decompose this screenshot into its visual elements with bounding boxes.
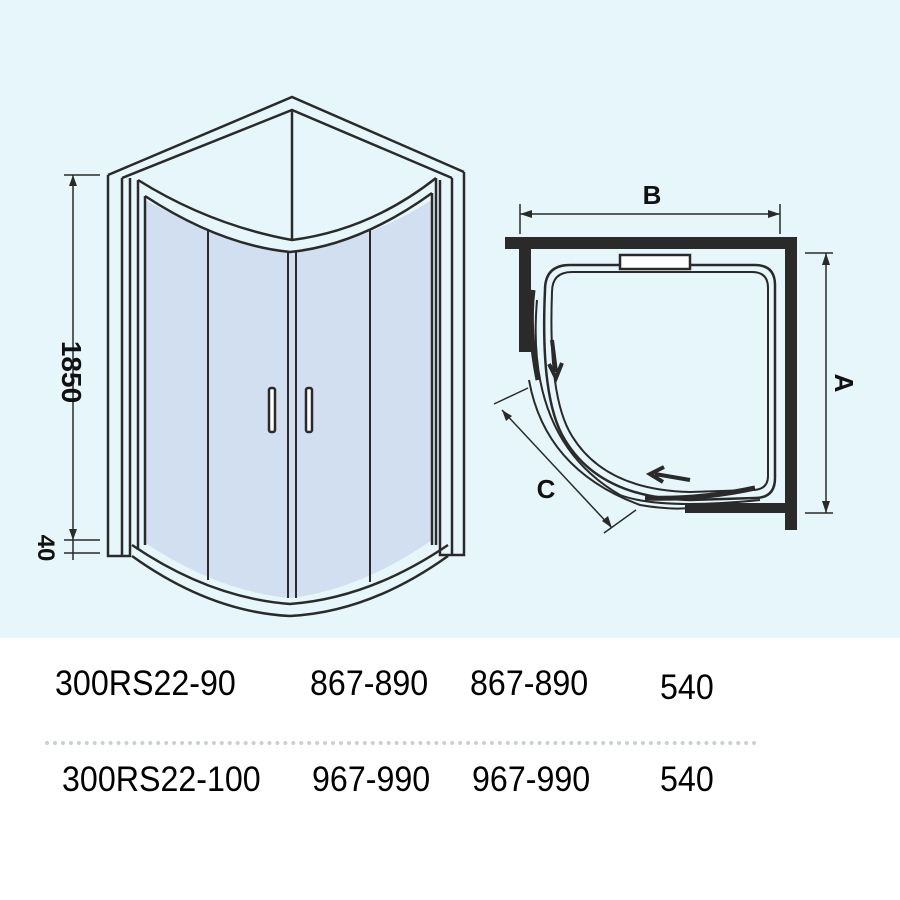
door-panel-left [528,289,541,381]
base-height-label: 40 [32,535,59,562]
wall-bottom-segment [685,503,785,513]
top-frame-outer [107,95,465,177]
row-separator [45,741,757,745]
right-post [438,172,466,557]
door-arc-inner [528,379,691,510]
dimension-c-cell: 540 [660,760,714,799]
width-label-b: B [643,180,662,210]
top-rail [137,177,437,242]
tray-outline-inner [550,271,769,494]
technical-drawing: 1850 40 [0,0,900,638]
door-dimension-c [493,387,637,534]
width-dimension-b [519,204,781,234]
wall-left-segment [519,249,531,352]
dimension-b-cell: 967-990 [472,760,591,799]
door-handle-right [304,386,314,434]
door-label-c: C [537,474,556,504]
shower-enclosure-drawing: 1850 40 [32,95,859,618]
model-cell: 300RS22-100 [62,760,261,799]
tray-outline-outer [542,263,777,502]
dimension-b-cell: 867-890 [470,664,589,703]
wall-top [505,237,797,249]
arrow-left-icon [645,465,691,484]
top-rail-lower [144,191,433,254]
door-handle-left [267,386,277,434]
dimension-c-cell: 540 [660,668,714,707]
dimension-a-cell: 967-990 [312,760,431,799]
model-cell: 300RS22-90 [55,664,236,703]
base-tray [131,543,449,618]
door-panel-right [644,485,756,501]
arrow-down-icon [547,339,564,383]
wall-right [785,237,797,530]
left-post [106,175,132,558]
depth-label-a: A [829,374,859,393]
height-dimension [64,174,100,560]
enclosure-3d-view [106,95,466,618]
height-label: 1850 [56,341,87,403]
plan-view [505,237,797,530]
dimension-a-cell: 867-890 [310,664,429,703]
top-fixture [618,253,692,271]
depth-dimension-a [805,252,833,514]
